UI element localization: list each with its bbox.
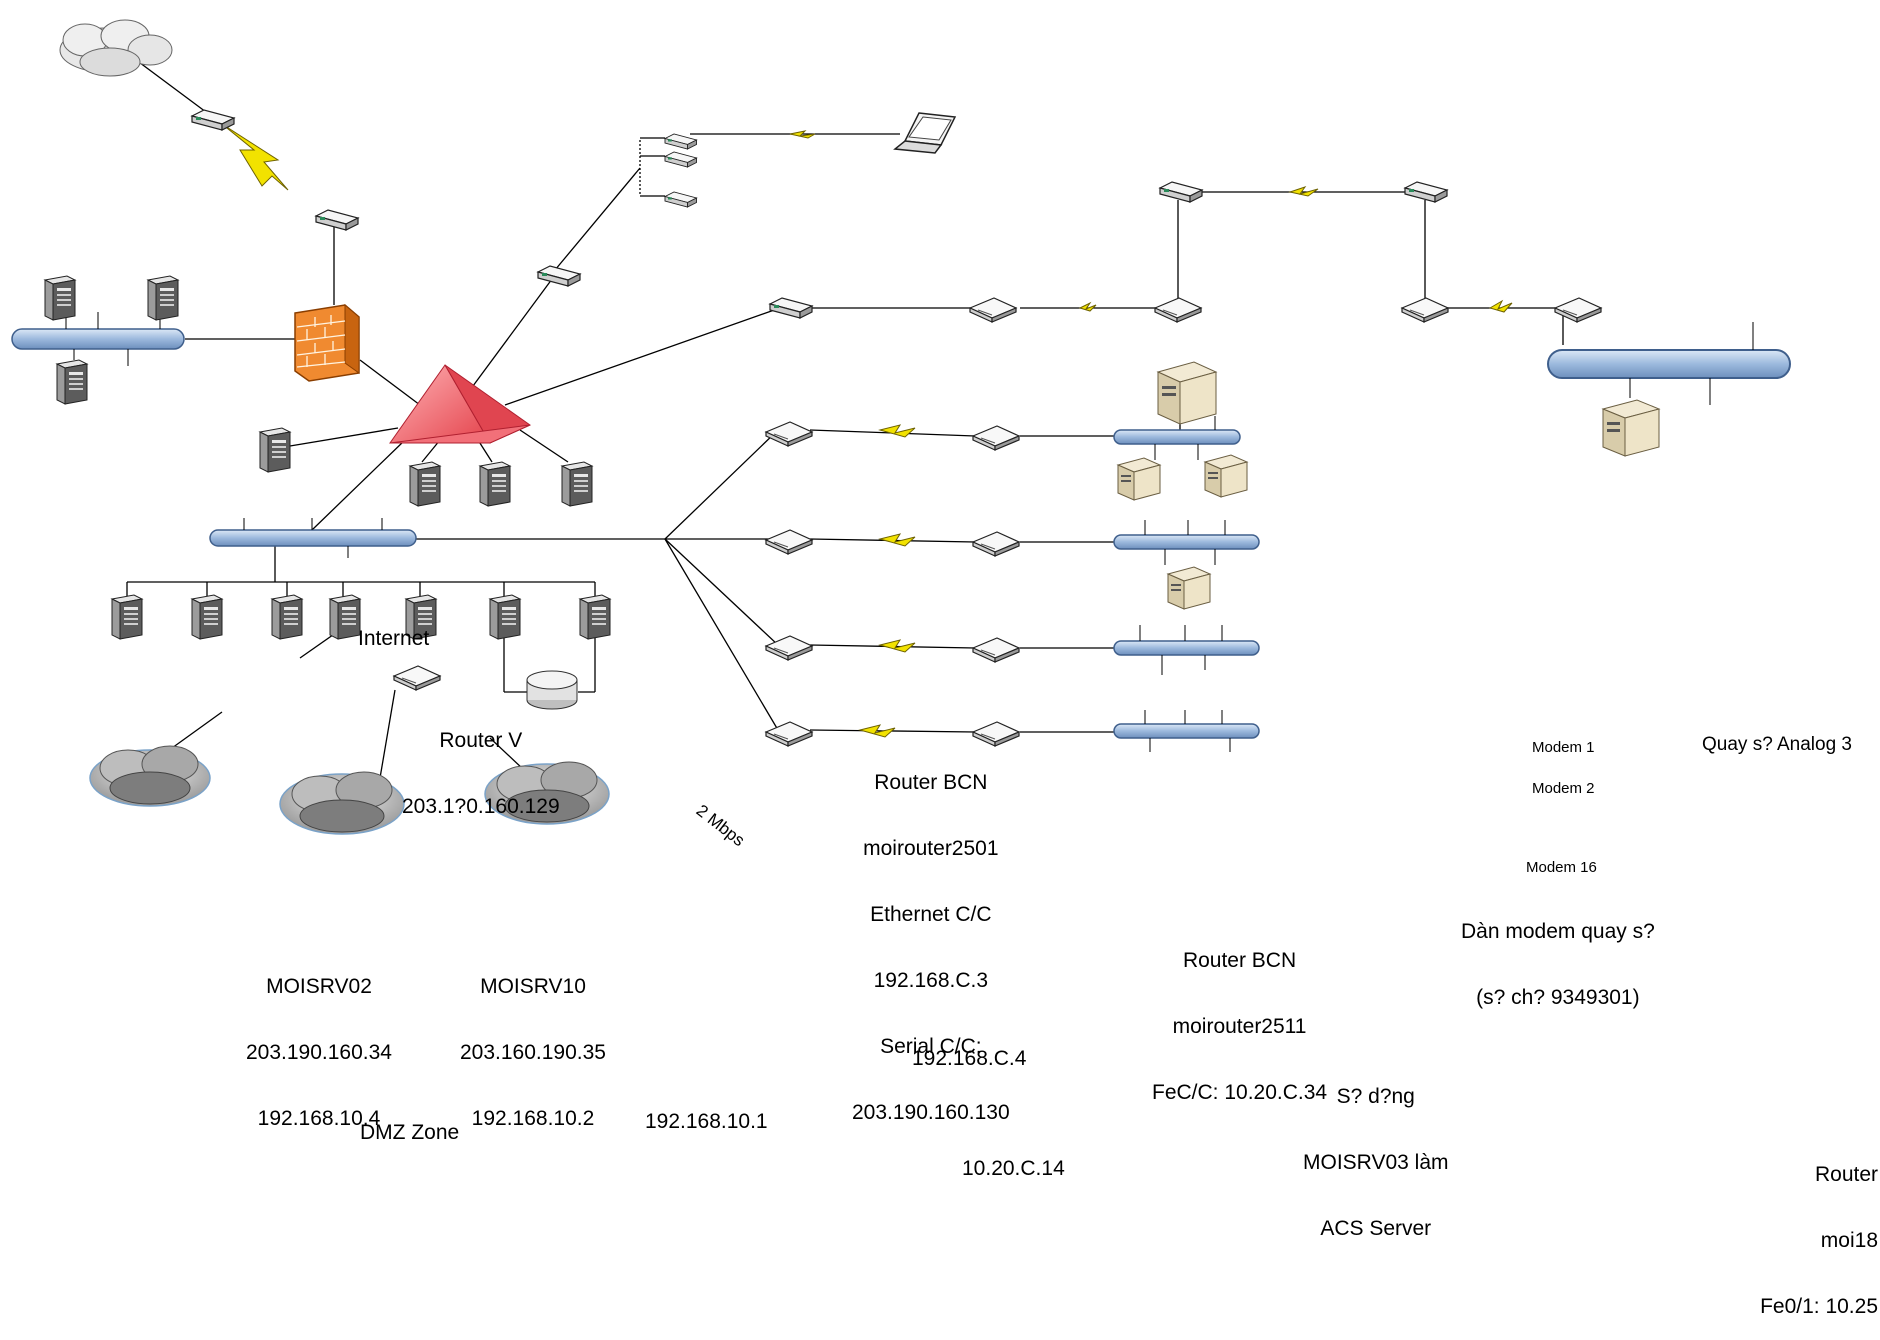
router-bcn-2511-label: Router BCN moirouter2511 FeC/C: 10.20.C.…: [1152, 906, 1327, 1126]
router-bottom-right-host: moi18: [1728, 1230, 1878, 1252]
modem-icon: [538, 266, 580, 286]
server-tower-icon: [562, 462, 592, 506]
router-icon: [973, 638, 1019, 662]
host-computers: [1118, 362, 1659, 609]
modem-bank-line2: (s? ch? 9349301): [1461, 987, 1655, 1009]
router-icon: [1155, 298, 1201, 322]
ethernet-bus-icon: [1114, 520, 1259, 565]
laptop-icon: [895, 113, 955, 153]
router-bcn-2511-ip: FeC/C: 10.20.C.34: [1152, 1082, 1327, 1104]
router-main-ip: 203.1?0.160.129: [402, 796, 560, 818]
router-icon: [766, 422, 812, 446]
router-bcn-2501-host: moirouter2501: [852, 838, 1010, 860]
cloud-icon: [90, 746, 210, 806]
server-tower-icon: [480, 462, 510, 506]
ethernet-bus-icon: [1548, 322, 1790, 405]
server-tower-icon: [580, 595, 610, 639]
router-bcn-2501-eth-ip: 192.168.C.3: [852, 970, 1010, 992]
modem-16-label: Modem 16: [1526, 860, 1597, 876]
cloud-icon: [280, 772, 404, 834]
router-bcn-2501-name: Router BCN: [852, 772, 1010, 794]
moisrv10-ip-public: 203.160.190.35: [460, 1042, 606, 1064]
modem-icon: [665, 192, 697, 207]
ethernet-bus-icon: [1114, 710, 1259, 752]
acs-server-label: S? d?ng MOISRV03 làm ACS Server: [1303, 1042, 1449, 1262]
connections: [120, 48, 1563, 785]
modem-icon: [665, 134, 697, 149]
cloud-icon: [60, 20, 172, 76]
modem-icon: [1160, 182, 1202, 202]
router-bottom-right-label: Router moi18 Fe0/1: 10.25: [1728, 1120, 1878, 1340]
server-tower-icon: [57, 360, 87, 404]
moisrv10-ip-private: 192.168.10.2: [460, 1108, 606, 1130]
modem-2-label: Modem 2: [1532, 781, 1595, 797]
moisrv10-name: MOISRV10: [460, 976, 606, 998]
modem-bank-label: Dàn modem quay s? (s? ch? 9349301): [1461, 877, 1655, 1031]
dmz-zone-label: DMZ Zone: [360, 1122, 459, 1144]
modem-bank-line1: Dàn modem quay s?: [1461, 921, 1655, 943]
firewall-icon: [295, 305, 359, 381]
host-computer-icon: [1205, 455, 1247, 497]
router-icon: [766, 530, 812, 554]
acs-server-line3: ACS Server: [1303, 1218, 1449, 1240]
moisrv02-label: MOISRV02 203.190.160.34 192.168.10.4: [246, 932, 392, 1152]
router-bcn-2511-host: moirouter2511: [1152, 1016, 1327, 1038]
ethernet-bus-icon: [1114, 625, 1259, 675]
host-computer-icon: [1158, 362, 1216, 424]
acs-server-line1: S? d?ng: [1303, 1086, 1449, 1108]
ethernet-bus-icon: [210, 518, 416, 558]
router-bcn-2501-eth: Ethernet C/C: [852, 904, 1010, 926]
router-bottom-right-name: Router: [1728, 1164, 1878, 1186]
modem-icon: [192, 110, 234, 130]
moisrv02-name: MOISRV02: [246, 976, 392, 998]
server-tower-icon: [260, 428, 290, 472]
moisrv02-ip-public: 203.190.160.34: [246, 1042, 392, 1064]
internet-label: Internet: [358, 628, 429, 650]
acs-server-line2: MOISRV03 làm: [1303, 1152, 1449, 1174]
router-icon: [973, 532, 1019, 556]
moisrv10-label: MOISRV10 203.160.190.35 192.168.10.2: [460, 932, 606, 1152]
server-tower-icon: [272, 595, 302, 639]
server-tower-icon: [410, 462, 440, 506]
ip-0-4-label: 192.168.C.4: [912, 1048, 1026, 1070]
router-bottom-right-ip: Fe0/1: 10.25: [1728, 1296, 1878, 1318]
router-icon: [1402, 298, 1448, 322]
modem-icon: [770, 298, 812, 318]
router-icon: [970, 298, 1016, 322]
server-tower-icon: [45, 276, 75, 320]
modem-icon: [316, 210, 358, 230]
ethernet-buses: [12, 312, 1790, 752]
ip-10-20-label: 10.20.C.14: [962, 1158, 1065, 1180]
server-tower-icon: [192, 595, 222, 639]
server-tower-icon: [330, 595, 360, 639]
router-main-name: Router V: [402, 730, 560, 752]
modem-1-label: Modem 1: [1532, 740, 1595, 756]
router-bcn-2501-label: Router BCN moirouter2501 Ethernet C/C 19…: [852, 728, 1010, 1146]
ip-10-1-label: 192.168.10.1: [645, 1111, 768, 1133]
router-icon: [973, 426, 1019, 450]
host-computer-icon: [1603, 400, 1659, 456]
router-icon: [1555, 298, 1601, 322]
router-bcn-2501-serial-ip: 203.190.160.130: [852, 1102, 1010, 1124]
server-tower-icon: [112, 595, 142, 639]
server-tower-icon: [148, 276, 178, 320]
router-bcn-2511-name: Router BCN: [1152, 950, 1327, 972]
host-computer-icon: [1168, 567, 1210, 609]
modem-icon: [665, 152, 697, 167]
server-tower-icon: [490, 595, 520, 639]
router-icon: [766, 722, 812, 746]
host-computer-icon: [1118, 458, 1160, 500]
analog-dial-label: Quay s? Analog 3: [1702, 734, 1852, 756]
modem-icon: [1405, 182, 1447, 202]
router-main-label: Router V 203.1?0.160.129: [402, 686, 560, 840]
